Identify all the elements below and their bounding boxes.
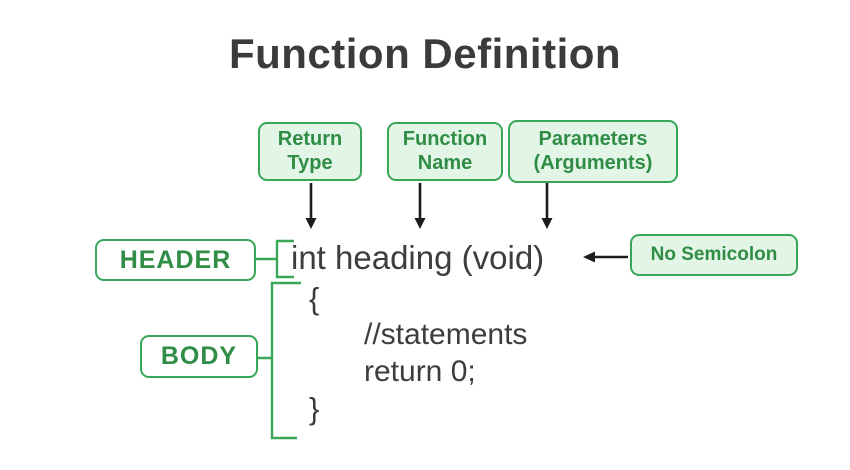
header-bracket — [256, 239, 294, 279]
code-function-header: int heading (void) — [291, 239, 545, 276]
body-label-box: BODY — [140, 335, 258, 378]
code-return-statement: return 0; — [364, 355, 476, 388]
left-arrow-no-semicolon — [583, 251, 628, 263]
down-arrow-function-name — [414, 183, 426, 229]
page-title: Function Definition — [228, 30, 622, 77]
header-label-box: HEADER — [95, 239, 256, 281]
down-arrow-parameters — [541, 183, 553, 229]
callout-parameters-label: Parameters (Arguments) — [533, 127, 653, 174]
no-semicolon-label: No Semicolon — [650, 243, 778, 265]
code-close-brace: } — [309, 391, 320, 426]
callout-return-type: Return Type — [258, 122, 362, 181]
header-label: HEADER — [119, 245, 232, 274]
callout-return-type-label: Return Type — [277, 127, 343, 174]
code-open-brace: { — [309, 281, 320, 316]
callout-function-name: Function Name — [387, 122, 503, 181]
callout-function-name-label: Function Name — [402, 127, 488, 174]
body-bracket — [258, 281, 301, 440]
no-semicolon-box: No Semicolon — [630, 234, 798, 276]
code-comment: //statements — [364, 318, 528, 351]
callout-parameters: Parameters (Arguments) — [508, 120, 678, 183]
down-arrow-return-type — [305, 183, 317, 229]
body-label: BODY — [160, 342, 238, 370]
